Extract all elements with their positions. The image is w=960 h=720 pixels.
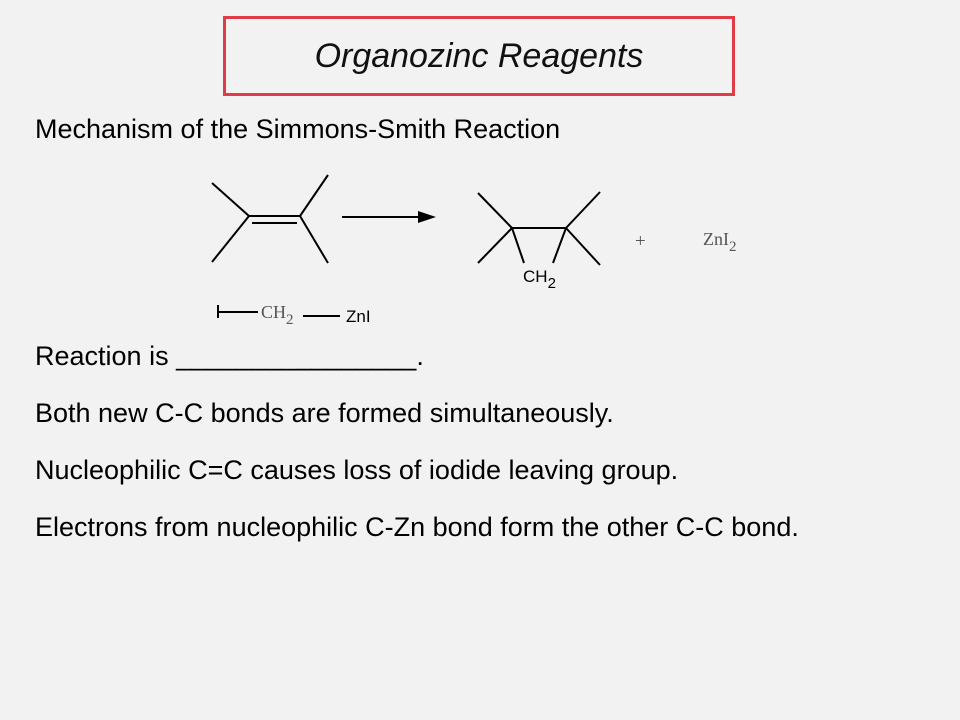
- byproduct-zni2: ZnI2: [703, 229, 737, 255]
- slide-title: Organozinc Reagents: [314, 36, 644, 75]
- product-ch2-label: CH2: [523, 267, 556, 292]
- reagent-zni: ZnI: [346, 307, 371, 326]
- slide-subtitle: Mechanism of the Simmons-Smith Reaction: [35, 114, 561, 144]
- reaction-scheme: CH2 + ZnI2 CH2 ZnI: [211, 174, 737, 328]
- bullet-item: Nucleophilic C=C causes loss of iodide l…: [35, 455, 679, 485]
- bullet-list: Reaction is ________________. Both new C…: [35, 340, 915, 568]
- plus-sign: +: [635, 231, 646, 252]
- alkene-structure: [211, 174, 329, 264]
- bullet-item: Both new C-C bonds are formed simultaneo…: [35, 398, 614, 428]
- bullet-item: Electrons from nucleophilic C-Zn bond fo…: [35, 512, 799, 542]
- cyclopropane-structure: [477, 191, 601, 266]
- reaction-arrow: [342, 211, 436, 223]
- reagent-structure: [217, 305, 340, 318]
- reagent-ch2: CH2: [261, 302, 294, 328]
- title-box: Organozinc Reagents: [223, 16, 735, 96]
- bullet-item: Reaction is ________________.: [35, 341, 424, 371]
